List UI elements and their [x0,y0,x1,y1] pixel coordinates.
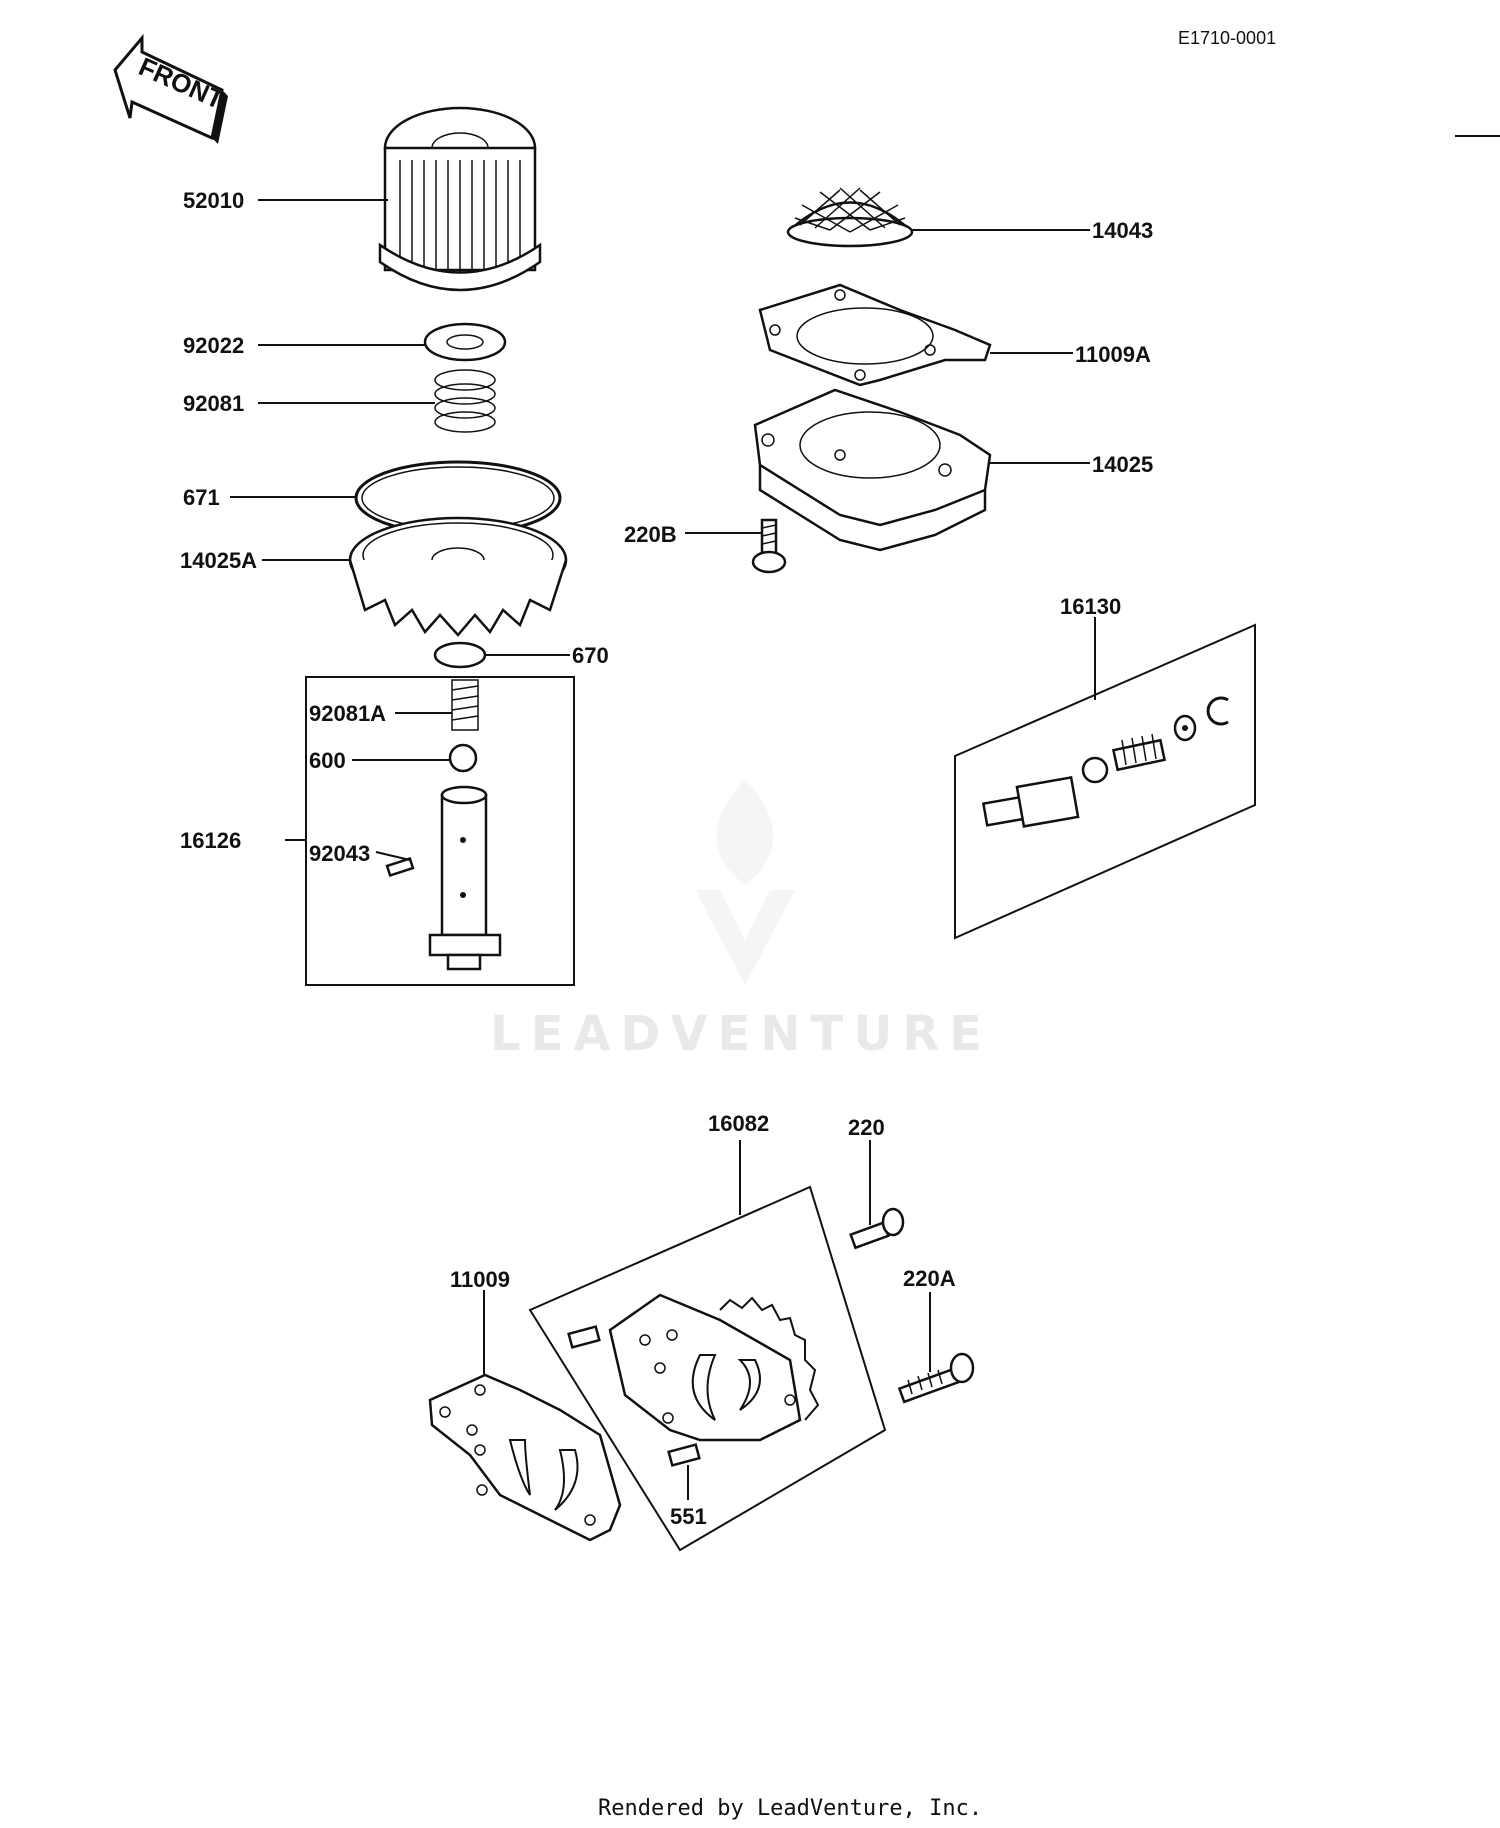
callout-551: 551 [670,1504,707,1529]
callout-14025A: 14025A [180,548,257,573]
bolt-220b [751,518,787,574]
callout-16082: 16082 [708,1111,769,1136]
front-arrow-icon: FRONT [113,33,229,144]
bolt-220 [849,1207,905,1250]
footer-credit: Rendered by LeadVenture, Inc. [598,1796,982,1821]
callout-600: 600 [309,748,346,773]
callout-670: 670 [572,643,609,668]
callout-92081: 92081 [183,391,244,416]
callout-220B: 220B [624,522,677,547]
callout-92081A: 92081A [309,701,386,726]
pump-cover [753,388,992,552]
callout-16130: 16130 [1060,594,1121,619]
valve-body [428,785,502,971]
spring [434,369,496,433]
callout-220A: 220A [903,1266,956,1291]
callout-14043: 14043 [1092,218,1153,243]
drawing-code: E1710-0001 [1178,28,1276,48]
relief-valve-box [305,676,575,986]
bolt-220a [897,1352,975,1404]
oil-screen [786,187,914,248]
small-spring [451,679,479,731]
callout-16126: 16126 [180,828,241,853]
watermark-text: LEADVENTURE [490,1006,992,1062]
filter-cover [348,516,568,637]
callout-220: 220 [848,1115,885,1140]
callout-11009A: 11009A [1075,342,1151,367]
callout-14025: 14025 [1092,452,1153,477]
pump-kit-panel [528,1185,887,1552]
watermark-logo [695,780,795,985]
callout-671: 671 [183,485,220,510]
valve-kit-parts [981,696,1229,828]
callout-92043: 92043 [309,841,370,866]
pin [385,856,415,878]
dowel-pin-lower [667,1443,701,1467]
check-ball [448,743,478,773]
gasket-upper [758,283,992,387]
dowel-pin-upper [567,1325,601,1349]
o-ring-small [433,641,487,669]
callout-52010: 52010 [183,188,244,213]
washer [423,322,507,362]
oil-pump [608,1293,820,1442]
gasket-lower [428,1373,622,1542]
callout-11009: 11009 [450,1267,510,1292]
valve-kit-panel [954,623,1256,940]
oil-filter [378,106,542,292]
callout-92022: 92022 [183,333,244,358]
